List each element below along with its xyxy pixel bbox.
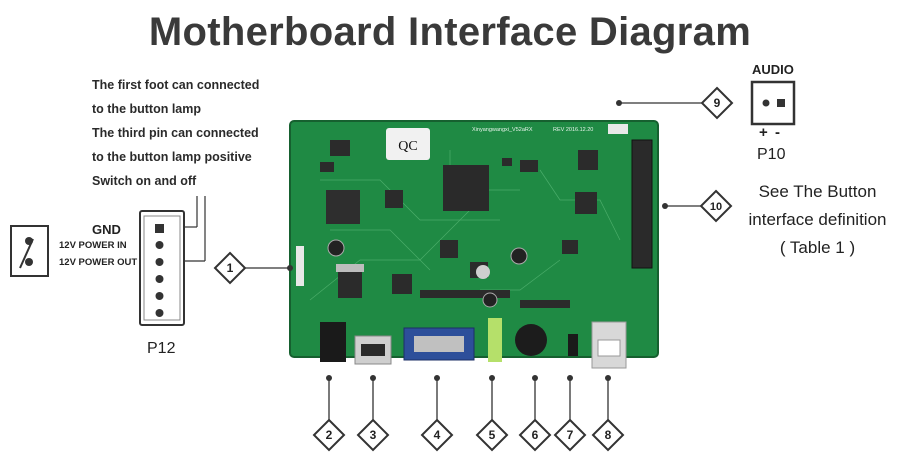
button-note-line-1: See The Button: [758, 182, 877, 201]
note-line-5: Switch on and off: [92, 174, 197, 188]
callout-3-label: 3: [370, 428, 377, 442]
audio-minus: -: [775, 124, 780, 141]
callout-1-diamond: [213, 251, 247, 285]
callout-1-label: 1: [227, 261, 234, 275]
callout-5-label: 5: [489, 428, 496, 442]
p12-connector-icon: [139, 210, 185, 326]
p10-label: P10: [757, 146, 786, 163]
callout-6-label: 6: [532, 428, 539, 442]
note-line-4: to the button lamp positive: [92, 150, 252, 164]
callout-5-diamond: [475, 418, 509, 452]
power-in-label: 12V POWER IN: [59, 240, 127, 251]
callout-10-diamond: [699, 189, 733, 223]
callout-8-label: 8: [605, 428, 612, 442]
note-line-1: The first foot can connected: [92, 78, 260, 92]
callout-10-label: 10: [710, 201, 722, 213]
power-out-label: 12V POWER OUT: [59, 257, 138, 268]
motherboard-pcb: QC Xinyangwangxi_V52aRX REV 2016.12.20: [289, 120, 659, 369]
callout-6-diamond: [518, 418, 552, 452]
p12-label: P12: [147, 340, 176, 357]
callout-2-label: 2: [326, 428, 333, 442]
callout-9-label: 9: [714, 96, 721, 110]
callout-9-diamond: [700, 86, 734, 120]
audio-title: AUDIO: [752, 62, 794, 77]
button-note-line-3: ( Table 1 ): [779, 238, 856, 257]
qc-sticker-text: QC: [398, 139, 417, 154]
power-switch-icon: [10, 225, 49, 277]
board-rev-text: REV 2016.12.20: [553, 127, 593, 133]
page-title: Motherboard Interface Diagram: [148, 10, 752, 54]
callout-4-diamond: [420, 418, 454, 452]
callout-7-label: 7: [567, 428, 574, 442]
callout-8-diamond: [591, 418, 625, 452]
callout-4-label: 4: [434, 428, 441, 442]
board-model-text: Xinyangwangxi_V52aRX: [472, 127, 533, 133]
audio-connector-icon: [750, 80, 796, 126]
audio-plus: +: [759, 124, 768, 141]
note-line-2: to the button lamp: [92, 102, 202, 116]
callout-3-diamond: [356, 418, 390, 452]
callout-7-diamond: [553, 418, 587, 452]
button-note-line-2: interface definition: [748, 210, 887, 229]
gnd-label: GND: [92, 222, 121, 237]
callout-2-diamond: [312, 418, 346, 452]
note-line-3: The third pin can connected: [92, 126, 259, 140]
